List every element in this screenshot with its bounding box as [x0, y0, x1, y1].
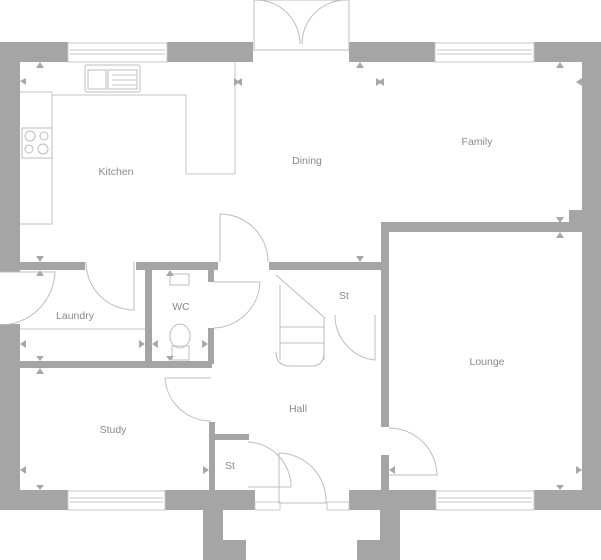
room-label-wc: WC — [172, 301, 190, 313]
room-label-store-upper: St — [339, 290, 349, 302]
room-label-study: Study — [99, 424, 127, 436]
wc-fittings — [169, 273, 191, 361]
window-front-left — [254, 501, 281, 511]
room-label-lounge: Lounge — [469, 356, 505, 368]
toilet-icon — [169, 323, 191, 361]
room-label-kitchen: Kitchen — [98, 166, 134, 178]
room-label-family: Family — [461, 136, 493, 148]
window-family — [434, 42, 535, 63]
basin-icon — [169, 273, 190, 286]
hob-icon — [21, 127, 53, 159]
window-front-right — [326, 501, 350, 511]
window-lounge — [435, 490, 535, 511]
doors — [0, 213, 438, 504]
room-label-dining: Dining — [292, 155, 322, 167]
sink-icon — [84, 64, 141, 93]
windows — [67, 42, 535, 511]
interior-walls — [0, 222, 583, 495]
patio-doors — [253, 0, 350, 51]
room-label-laundry: Laundry — [56, 310, 94, 322]
room-label-hall: Hall — [288, 403, 308, 415]
window-kitchen — [67, 42, 168, 63]
room-label-store-lower: St — [225, 460, 235, 472]
dimension-markers — [20, 62, 582, 490]
window-study — [67, 490, 166, 511]
kitchen-fittings — [20, 62, 236, 225]
exterior-walls — [0, 42, 601, 560]
